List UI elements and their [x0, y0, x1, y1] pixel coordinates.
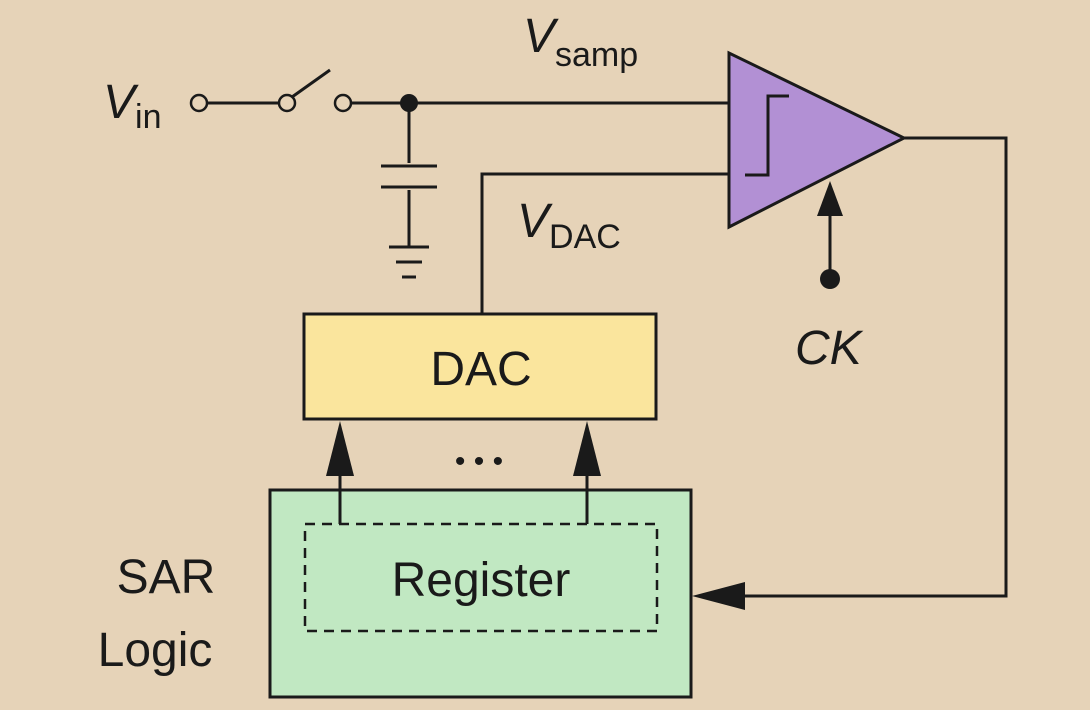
sar-label: SAR [117, 551, 216, 604]
vdac-label: VDAC [517, 195, 621, 256]
switch-contact-right [333, 93, 353, 113]
vin-label: Vin [103, 76, 161, 136]
ck-arrowhead [817, 181, 843, 216]
feedback-arrowhead [692, 582, 745, 610]
vdac-wire [480, 172, 729, 315]
hysteresis-symbol [745, 94, 789, 177]
sampling-capacitor [381, 103, 437, 279]
comparator-triangle [727, 50, 908, 230]
logic-label: Logic [98, 624, 213, 677]
register-dashed-box [303, 522, 659, 633]
input-switch [189, 68, 728, 113]
dac-label: DAC [430, 343, 531, 396]
ellipsis-label: • • • [455, 445, 503, 478]
switch-contact-left [277, 93, 297, 113]
register-to-dac-arrows [326, 421, 601, 524]
feedback-path [692, 136, 1008, 610]
vin-terminal [189, 93, 209, 113]
comparator [727, 50, 908, 230]
ck-label: CK [795, 322, 864, 375]
bit-arrow-right [573, 421, 601, 476]
switch-blade [291, 68, 331, 99]
bit-arrow-left [326, 421, 354, 476]
clock-input [817, 181, 843, 289]
feedback-wire [740, 136, 1008, 598]
register-label: Register [392, 554, 571, 607]
vsamp-label: Vsamp [523, 10, 638, 74]
ck-terminal [820, 269, 840, 289]
dac-block [302, 312, 658, 421]
